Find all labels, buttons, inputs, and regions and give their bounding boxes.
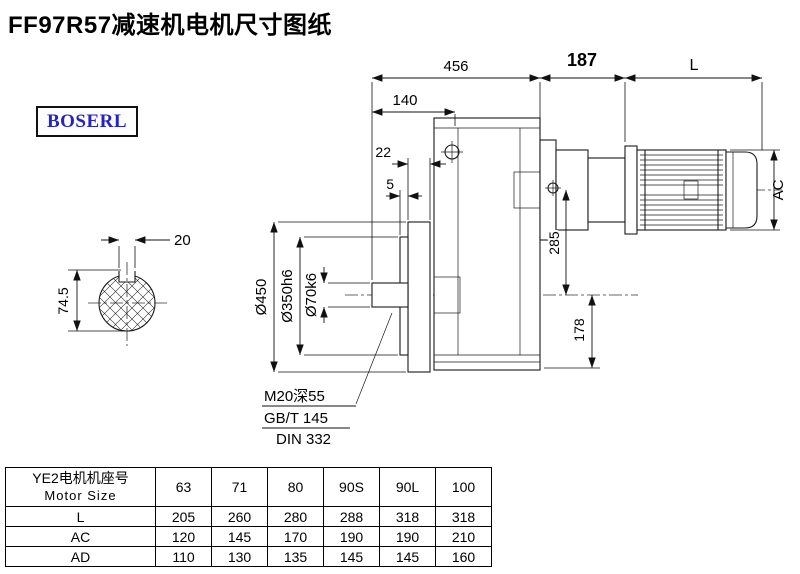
size-col-90S: 90S — [323, 467, 380, 507]
adapter-step-2 — [587, 157, 626, 223]
cell-AD-4: 145 — [379, 546, 436, 567]
cell-AC-2: 170 — [267, 526, 324, 547]
dimensions: 456 187 L 140 22 5 285 — [253, 50, 787, 448]
dim-285-label: 285 — [546, 231, 562, 255]
dim-AC-label: AC — [770, 179, 787, 200]
cell-AC-1: 145 — [211, 526, 268, 547]
size-col-80: 80 — [267, 467, 324, 507]
row-label-AC: AC — [5, 526, 156, 547]
motor-size-header-en: Motor Size — [44, 488, 117, 503]
dim-key-width-label: 20 — [174, 232, 191, 249]
shaft-end-view: 20 74.5 — [55, 232, 191, 346]
cell-AD-0: 110 — [155, 546, 212, 567]
page-title: FF97R57减速机电机尺寸图纸 — [8, 12, 333, 39]
dim-flange-dia-label: Ø450 — [253, 279, 270, 316]
thread-note-label: M20深55 — [264, 388, 325, 405]
dim-key-width: 20 — [101, 232, 191, 268]
standard-gbt-label: GB/T 145 — [264, 410, 328, 427]
section-hatching — [99, 275, 155, 331]
mounting-flange — [407, 221, 431, 373]
size-col-90L: 90L — [379, 467, 436, 507]
dim-187-label: 187 — [567, 50, 597, 70]
gear-housing — [433, 117, 541, 371]
motor-size-table: YE2电机机座号 Motor Size 63 71 80 90S 90L 100… — [5, 467, 492, 567]
dim-456-label: 456 — [443, 58, 468, 75]
dim-shaft-dia-label: Ø70k6 — [303, 273, 320, 317]
adapter-plug-mark — [545, 180, 561, 196]
cell-AC-0: 120 — [155, 526, 212, 547]
dim-spigot-dia-label: Ø350h6 — [279, 269, 296, 322]
standard-din-label: DIN 332 — [276, 431, 331, 448]
table-row-AC: AC 120 145 170 190 190 210 — [5, 526, 492, 547]
brand-text: BOSERL — [46, 110, 128, 132]
cell-AC-3: 190 — [323, 526, 380, 547]
adapter-step-1 — [555, 149, 589, 231]
motor-cooling-fins — [640, 154, 723, 226]
cell-AC-4: 190 — [379, 526, 436, 547]
gearbox-view — [345, 117, 782, 373]
dim-key-height: 74.5 — [55, 269, 125, 332]
cell-L-3: 288 — [323, 506, 380, 527]
motor-size-header: YE2电机机座号 Motor Size — [5, 467, 156, 507]
motor-body — [636, 149, 727, 231]
table-row-AD: AD 110 130 135 145 145 160 — [5, 546, 492, 567]
dim-L-label: L — [690, 57, 699, 74]
cell-AD-3: 145 — [323, 546, 380, 567]
cell-AD-2: 135 — [267, 546, 324, 567]
cell-L-4: 318 — [379, 506, 436, 527]
output-shaft — [371, 282, 409, 308]
housing-plug-mark — [441, 141, 463, 163]
fan-cover — [725, 151, 758, 229]
thread-note: M20深55 GB/T 145 DIN 332 — [262, 312, 393, 448]
dim-178-label: 178 — [571, 318, 587, 342]
cell-L-5: 318 — [435, 506, 492, 527]
motor-view — [539, 139, 758, 241]
dim-5-label: 5 — [386, 176, 394, 192]
cell-AD-5: 160 — [435, 546, 492, 567]
cell-AD-1: 130 — [211, 546, 268, 567]
size-col-71: 71 — [211, 467, 268, 507]
dim-key-height-label: 74.5 — [55, 287, 71, 314]
cell-L-1: 260 — [211, 506, 268, 527]
dim-140-label: 140 — [392, 92, 417, 109]
brand-logo: BOSERL — [36, 106, 138, 137]
motor-size-header-cn: YE2电机机座号 — [32, 470, 129, 486]
row-label-AD: AD — [5, 546, 156, 567]
row-label-L: L — [5, 506, 156, 527]
table-row-L: L 205 260 280 288 318 318 — [5, 506, 492, 527]
motor-nameplate — [683, 180, 699, 200]
motor-flange — [624, 145, 638, 235]
cell-L-2: 280 — [267, 506, 324, 527]
size-col-63: 63 — [155, 467, 212, 507]
cell-L-0: 205 — [155, 506, 212, 527]
dim-22-label: 22 — [375, 144, 391, 160]
cell-AC-5: 210 — [435, 526, 492, 547]
table-header-row: YE2电机机座号 Motor Size 63 71 80 90S 90L 100 — [5, 467, 492, 507]
size-col-100: 100 — [435, 467, 492, 507]
